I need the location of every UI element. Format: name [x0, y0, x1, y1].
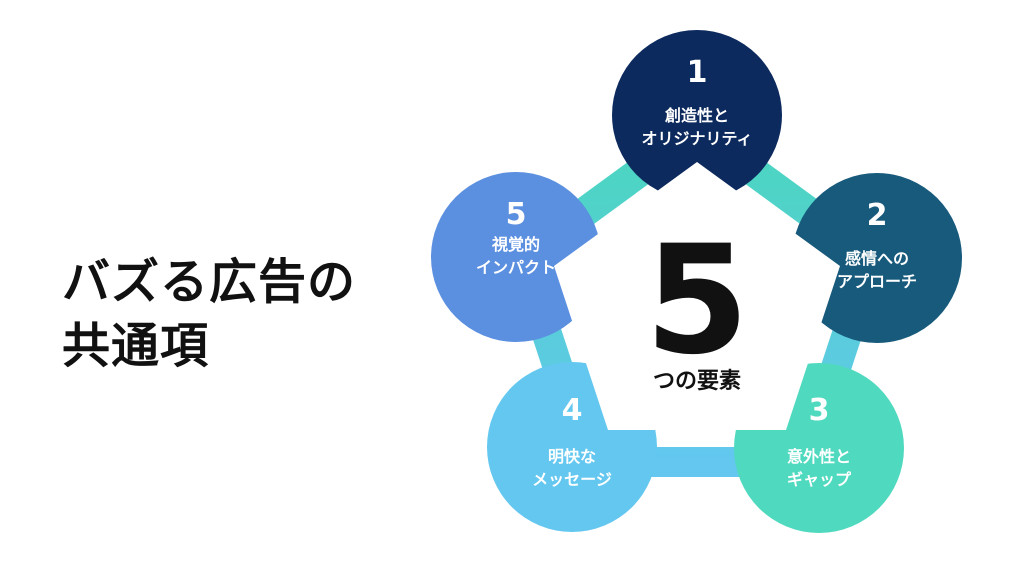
node-2-label-line1: 感情への [845, 249, 909, 268]
node-1-label-line2: オリジナリティ [641, 129, 752, 148]
center-label: つの要素 [653, 368, 741, 394]
node-2: 2 感情への アプローチ [792, 173, 962, 343]
node-1-number: 1 [687, 55, 708, 90]
node-4-number: 4 [562, 393, 583, 428]
slide-title-line1: バズる広告の [62, 254, 357, 310]
node-1-label-line1: 創造性と [664, 106, 729, 125]
node-2-number: 2 [867, 198, 888, 233]
node-2-circle [792, 173, 962, 343]
node-5-label-line2: インパクト [476, 258, 556, 277]
center-pentagon [554, 162, 840, 430]
node-2-label-line2: アプローチ [837, 272, 917, 291]
node-5: 5 視覚的 インパクト [431, 172, 601, 342]
node-5-label-line1: 視覚的 [491, 235, 540, 254]
slide-title: バズる広告の 共通項 [62, 250, 442, 378]
node-1-circle [612, 30, 782, 200]
slide-title-line2: 共通項 [62, 318, 210, 374]
node-5-circle [431, 172, 601, 342]
node-3-label-line2: ギャップ [787, 470, 852, 489]
node-5-number: 5 [506, 197, 527, 232]
node-3-number: 3 [809, 393, 830, 428]
center-number: 5 [645, 214, 749, 388]
node-3-label-line1: 意外性と [787, 447, 851, 466]
node-4-label-line2: メッセージ [532, 470, 612, 489]
node-4-label-line1: 明快な [548, 447, 596, 466]
node-1: 1 創造性と オリジナリティ [612, 30, 782, 200]
